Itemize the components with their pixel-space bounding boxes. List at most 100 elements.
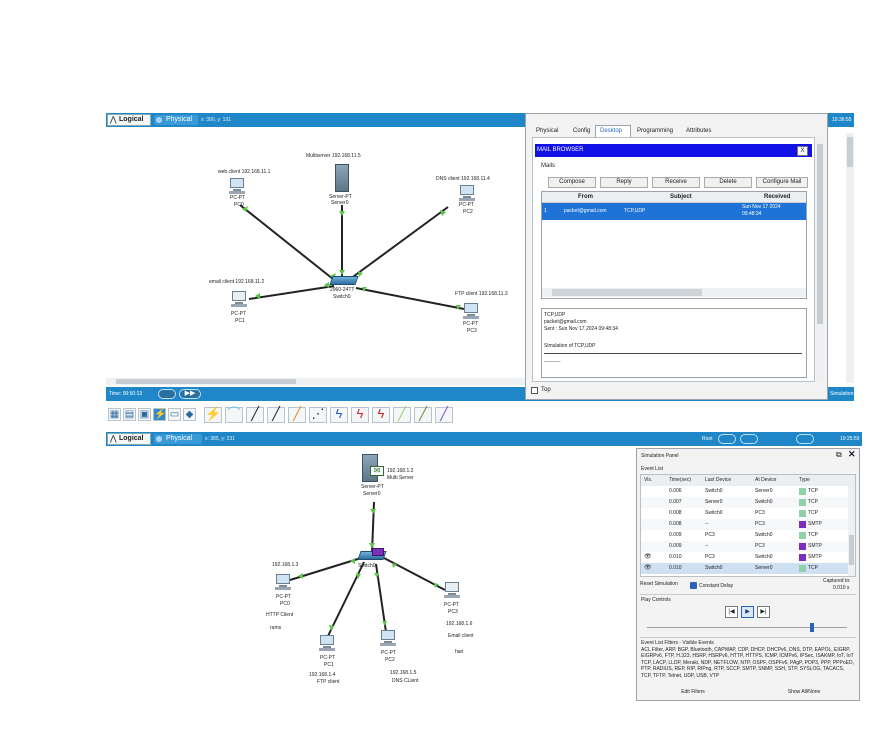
fiber-cable-icon[interactable]: ╱	[288, 407, 306, 423]
pc2-device[interactable]	[458, 185, 476, 201]
edit-filters-button[interactable]: Edit Filters	[643, 688, 743, 699]
event-type: TCP	[808, 499, 818, 505]
mail-browser-titlebar	[535, 144, 812, 157]
top-right-scroll-thumb[interactable]	[847, 137, 853, 167]
phone-cable-icon[interactable]: ⋰	[309, 407, 327, 423]
event-list-vscroll[interactable]	[848, 486, 855, 576]
set-tiled-background-icon[interactable]	[796, 434, 814, 444]
bottom-pc2-device[interactable]	[379, 630, 397, 646]
console-cable-icon[interactable]: ⌒	[225, 407, 243, 423]
auto-connection-icon[interactable]: ⚡	[204, 406, 222, 423]
simulation-mode-label[interactable]: Simulation	[830, 391, 854, 397]
tab-desktop-box[interactable]	[595, 125, 631, 137]
multiserver-device[interactable]	[335, 164, 349, 192]
logical-icon: ⋀	[110, 115, 117, 124]
mail-table-hscroll-thumb[interactable]	[552, 289, 702, 296]
switch0-device[interactable]	[329, 276, 359, 285]
mail-row[interactable]	[542, 203, 806, 220]
link-pc1-switch	[327, 561, 365, 637]
hubs-category-icon[interactable]: ▣	[138, 408, 151, 421]
routers-category-icon[interactable]: ▦	[108, 408, 121, 421]
top-horizontal-scroll-thumb[interactable]	[116, 379, 296, 384]
header-from[interactable]: From	[578, 194, 593, 200]
back-button[interactable]: |◀	[725, 606, 738, 618]
move-object-icon[interactable]	[740, 434, 758, 444]
play-button[interactable]: ▶	[741, 606, 754, 618]
bottom-pc0-device[interactable]	[274, 574, 292, 590]
tab-config[interactable]: Config	[573, 128, 591, 134]
tab-attributes[interactable]: Attributes	[686, 128, 712, 134]
forward-button[interactable]: ▶|	[757, 606, 770, 618]
pc0-device[interactable]	[228, 178, 246, 194]
pc1-device[interactable]	[230, 291, 248, 307]
usb-cable-icon[interactable]: ╱	[435, 407, 453, 423]
filters-text: ACL Filter, ARP, BGP, Bluetooth, CAPWAP,…	[641, 647, 854, 679]
serial-dce-cable-icon[interactable]: ϟ	[351, 407, 369, 423]
link-pc2-switch	[349, 206, 449, 280]
header-subject[interactable]: Subject	[670, 194, 692, 200]
connections-category-icon[interactable]: ⚡	[153, 408, 167, 421]
bottom-time-right: 19:25:59	[840, 436, 860, 442]
event-list-vscroll-thumb[interactable]	[849, 535, 854, 565]
reply-button[interactable]: Reply	[600, 177, 648, 188]
crossover-cable-icon[interactable]: ╱	[267, 407, 285, 423]
serial-dte-cable-icon[interactable]: ϟ	[372, 407, 390, 423]
close-icon[interactable]: ✕	[848, 449, 856, 459]
event-time: 0.010	[669, 565, 682, 571]
event-at-device: Server0	[755, 565, 773, 571]
play-speed-slider-track[interactable]	[647, 627, 847, 628]
top-checkbox[interactable]	[531, 387, 538, 394]
bottom-tab-bar	[106, 432, 862, 446]
bottom-pc3-device[interactable]	[443, 582, 461, 598]
switches-category-icon[interactable]: ▤	[123, 408, 136, 421]
show-all-none-button[interactable]: Show All/None	[753, 688, 855, 699]
top-horizontal-scrollbar[interactable]	[106, 378, 526, 385]
configure-mail-button[interactable]: Configure Mail	[756, 177, 808, 188]
delete-button[interactable]: Delete	[704, 177, 752, 188]
tab-physical[interactable]: Physical	[536, 128, 559, 134]
components-category-icon[interactable]: ◆	[183, 408, 196, 421]
logical-tab[interactable]: ⋀ Logical	[107, 114, 151, 126]
play-speed-slider-thumb[interactable]	[810, 623, 814, 632]
sim-panel-title: Simulation Panel	[641, 453, 679, 459]
undock-icon[interactable]: ⧉	[836, 450, 842, 459]
header-received[interactable]: Received	[764, 194, 791, 200]
bottom-physical-tab[interactable]: Physical	[154, 434, 202, 444]
top-right-scrollbar[interactable]	[846, 133, 854, 383]
receive-button[interactable]: Receive	[652, 177, 700, 188]
mail-close-button[interactable]: X	[797, 146, 808, 156]
play-controls-label: Play Controls	[641, 597, 671, 603]
preview-sent: Sent : Sun Nov 17 2024 09:48:34	[544, 326, 618, 332]
coaxial-cable-icon[interactable]: ϟ	[330, 407, 348, 423]
mail-row-number: 1	[544, 208, 547, 214]
tab-desktop[interactable]: Desktop	[600, 128, 623, 134]
octal-cable-icon[interactable]: ╱	[393, 407, 411, 423]
fast-forward-button[interactable]: ▶▶	[179, 389, 201, 399]
event-last-device: Switch0	[705, 488, 723, 494]
bottom-logical-tab[interactable]: ⋀ Logical	[107, 433, 151, 445]
physical-tab[interactable]: Physical	[154, 115, 198, 125]
event-at-device: PC3	[755, 543, 765, 549]
end-devices-category-icon[interactable]: ▭	[168, 408, 181, 421]
iot-cable-icon[interactable]: ╱	[414, 407, 432, 423]
pc3-device[interactable]	[462, 303, 480, 319]
bottom-pc1-device[interactable]	[318, 635, 336, 651]
dialog-vscroll-thumb[interactable]	[817, 144, 823, 324]
new-cluster-icon[interactable]	[718, 434, 736, 444]
tab-programming[interactable]: Programming	[637, 128, 674, 134]
straight-cable-icon[interactable]: ╱	[246, 407, 264, 423]
bottom-root[interactable]: Root	[702, 436, 713, 442]
event-type-color-swatch	[799, 521, 806, 528]
constant-delay-checkbox[interactable]	[690, 582, 697, 589]
compose-button[interactable]: Compose	[548, 177, 596, 188]
reset-simulation-button[interactable]: Reset Simulation	[640, 581, 678, 587]
realtime-button[interactable]	[158, 389, 176, 399]
